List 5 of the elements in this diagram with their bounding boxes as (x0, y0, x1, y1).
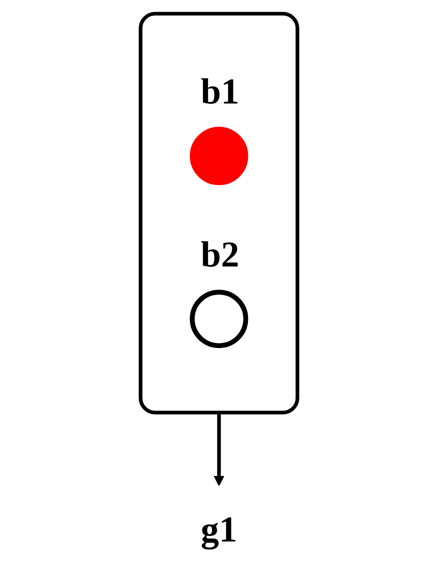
rounded-box (138, 12, 300, 414)
node-label: b2 (200, 235, 240, 276)
node-label: b1 (200, 72, 240, 112)
arrow (214, 412, 224, 486)
text-label: g1 (200, 510, 238, 550)
